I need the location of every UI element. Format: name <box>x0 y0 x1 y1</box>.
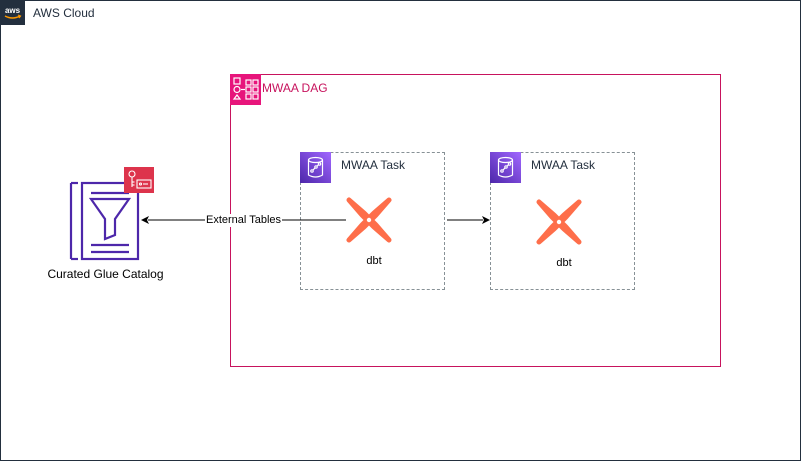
external-tables-label: External Tables <box>205 214 283 227</box>
mwaa-task-1 <box>300 152 445 290</box>
svg-text:aws: aws <box>5 6 21 15</box>
mwaa-task-icon <box>490 152 521 183</box>
mwaa-dag-label: MWAA DAG <box>262 81 328 95</box>
mwaa-task-icon <box>300 152 331 183</box>
dbt-label: dbt <box>556 257 572 269</box>
aws-cloud-label: AWS Cloud <box>33 6 95 20</box>
arrowhead-icon <box>482 216 490 224</box>
glue-catalog-icon <box>69 181 141 261</box>
mwaa-task-2-label: MWAA Task <box>531 158 596 172</box>
mwaa-task-2 <box>490 152 635 290</box>
data-catalog-badge-icon <box>124 167 154 193</box>
mwaa-dag-icon <box>230 74 261 105</box>
dbt-logo-icon <box>536 199 582 245</box>
arrowhead-icon <box>141 216 149 224</box>
dbt-label: dbt <box>366 255 382 267</box>
glue-catalog-label: Curated Glue Catalog <box>47 267 164 281</box>
dbt-logo-icon <box>346 197 392 243</box>
mwaa-task-1-label: MWAA Task <box>341 158 406 172</box>
aws-logo-icon: aws <box>0 0 25 25</box>
